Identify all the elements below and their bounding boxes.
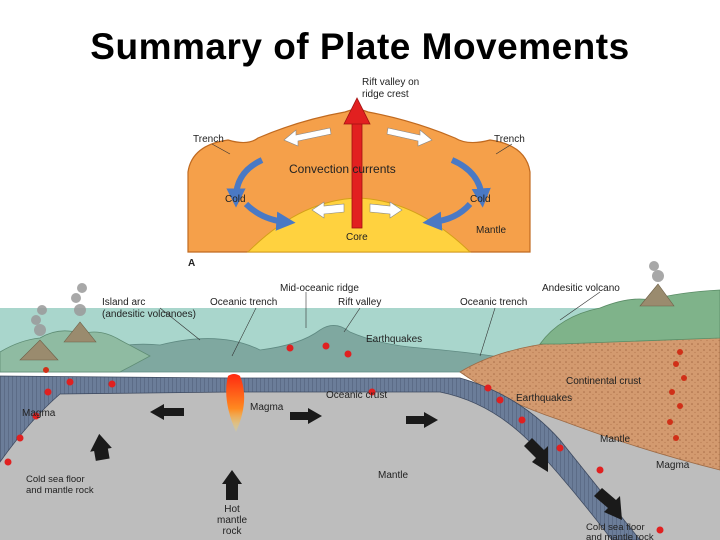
convection-label: Convection currents (289, 162, 396, 176)
island-arc-label-2: (andesitic volcanoes) (102, 309, 196, 320)
oceanic-trench-label-right: Oceanic trench (460, 297, 527, 308)
magma-label-right: Magma (656, 460, 690, 471)
magma-label-center: Magma (250, 402, 284, 413)
oceanic-trench-label-left: Oceanic trench (210, 297, 277, 308)
convection-arrows (226, 157, 491, 231)
mantle-label-center: Mantle (378, 470, 408, 481)
plate-motion-arrows (90, 404, 622, 520)
continental-crust-label: Continental crust (566, 376, 641, 387)
page-title: Summary of Plate Movements (90, 26, 630, 67)
rift-valley-label-2: ridge crest (362, 89, 409, 100)
continent-land (539, 289, 720, 345)
panel-b-leaders (159, 291, 601, 357)
cold-label-left: Cold (225, 194, 246, 205)
earthquakes-label-top: Earthquakes (366, 334, 422, 345)
magma-label-left: Magma (22, 408, 56, 419)
panel-a: Rift valley on ridge crest Trench Trench… (187, 77, 531, 269)
trench-label-left: Trench (193, 134, 224, 145)
earthquakes-label-right: Earthquakes (516, 393, 572, 404)
volcanoes (19, 283, 675, 361)
island-arc-label-1: Island arc (102, 297, 145, 308)
island-arc-land (0, 330, 151, 373)
rift-valley-label: Rift valley (338, 297, 381, 308)
oceanic-crust-label: Oceanic crust (326, 390, 387, 401)
cold-sea-floor-left-1: Cold sea floor (26, 474, 85, 485)
andesitic-volcano-label: Andesitic volcano (542, 283, 620, 294)
cold-label-right: Cold (470, 194, 491, 205)
hot-label-1: Hot (224, 504, 240, 515)
mantle-label-right: Mantle (600, 434, 630, 445)
cold-sea-floor-left-2: and mantle rock (26, 485, 94, 496)
rift-valley-label-1: Rift valley on (362, 77, 419, 88)
panel-a-letter: A (188, 258, 195, 269)
rising-current-arrow (343, 97, 371, 229)
panel-b: Island arc (andesitic volcanoes) Oceanic… (0, 261, 720, 540)
panel-a-leaders (211, 143, 513, 155)
mid-ocean-ridge-label: Mid-oceanic ridge (280, 283, 359, 294)
mantle-label-a: Mantle (476, 225, 506, 236)
magma-plume (226, 374, 245, 432)
hot-label-3: rock (223, 526, 243, 537)
volcanic-smoke (31, 261, 664, 336)
core-label: Core (346, 232, 368, 243)
earthquake-markers (4, 342, 664, 534)
cold-sea-floor-right-2: and mantle rock (586, 532, 654, 540)
oceanic-plate-right (235, 377, 641, 540)
white-arrows (283, 127, 433, 219)
cold-sea-floor-right-1: Cold sea floor (586, 522, 645, 533)
trench-label-right: Trench (494, 134, 525, 145)
hot-label-2: mantle (217, 515, 247, 526)
